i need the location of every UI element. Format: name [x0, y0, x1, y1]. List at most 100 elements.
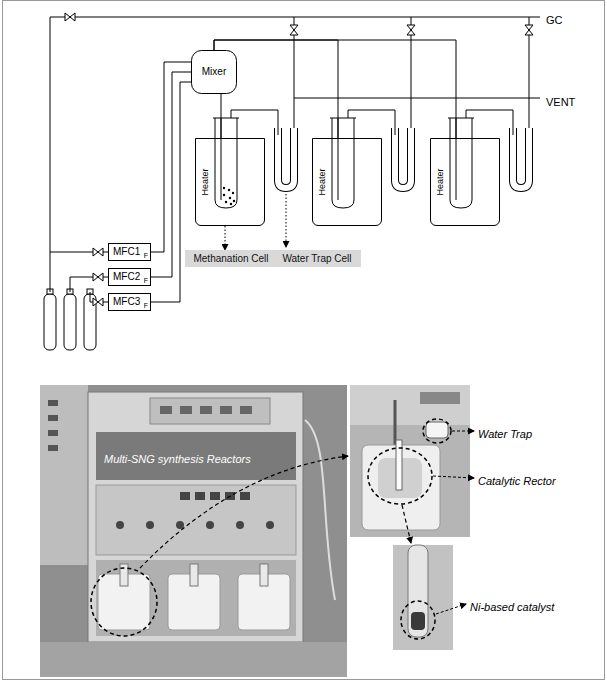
photo-multi-reactor — [220, 406, 232, 414]
callout-label: Ni-based catalyst — [470, 597, 554, 615]
photo-multi-reactor — [240, 406, 252, 414]
catalyst-bed — [233, 200, 235, 202]
photo-multi-reactor — [48, 430, 58, 436]
photo-multi-reactor — [40, 385, 88, 565]
cell-caption-band: Methanation Cell — [185, 250, 277, 267]
photo-multi-reactor — [240, 492, 250, 500]
photo-catalyst-tube — [408, 545, 428, 637]
valve-symbol — [525, 25, 533, 35]
water-trap-tube — [278, 128, 294, 188]
photo-multi-reactor — [48, 400, 58, 406]
photo-multi-reactor — [140, 456, 348, 568]
photo-multi-reactor — [200, 406, 212, 414]
water-trap-tube — [278, 128, 529, 188]
photo-catalyst-tube — [393, 545, 466, 650]
callout-label: Catalytic Rector — [478, 471, 556, 489]
catalyst-bed — [232, 192, 234, 194]
pipe-line — [231, 110, 278, 135]
pipe-connector — [151, 82, 191, 302]
pipe-connector — [214, 40, 456, 138]
gas-cylinder — [44, 294, 56, 350]
methanation-cell-tube — [448, 118, 474, 119]
water-trap-tube — [395, 128, 411, 188]
catalyst-bed — [228, 189, 230, 191]
leader-line — [286, 194, 287, 247]
photo-multi-reactor — [180, 406, 192, 414]
methanation-cell-tube — [213, 118, 474, 208]
photo-multi-reactor — [236, 521, 244, 529]
node-text: MFC2 — [113, 271, 140, 283]
photo-multi-reactor — [40, 642, 347, 677]
outlet-label: GC — [546, 14, 563, 26]
pipe-line — [294, 98, 540, 99]
cell-caption-band: Water Trap Cell — [273, 250, 361, 267]
valve-symbol — [290, 25, 298, 35]
methanation-cell-tube — [213, 118, 239, 119]
photo-catalyst-tube — [436, 604, 466, 614]
node-text: Heater — [435, 168, 445, 195]
photo-caption: Multi-SNG synthesis Reactors — [104, 453, 251, 465]
heater-bath: Heater — [312, 138, 382, 226]
photo-multi-reactor — [48, 445, 58, 451]
mass-flow-controller: MFC1F — [108, 243, 151, 261]
callout-label: Water Trap — [478, 424, 532, 442]
node-text: Heater — [200, 168, 210, 195]
mixer-vessel: Mixer — [191, 50, 237, 94]
photo-multi-reactor — [40, 385, 347, 677]
photo-multi-reactor — [116, 521, 124, 529]
photo-caption: Multi-SNG synthesis Reactors — [104, 449, 251, 467]
photo-multi-reactor — [91, 568, 157, 636]
photo-multi-reactor — [195, 492, 205, 500]
photo-multi-reactor — [206, 521, 214, 529]
water-trap-tube — [513, 128, 529, 188]
photo-reactor-closeup — [423, 419, 451, 443]
photo-catalyst-tube — [401, 601, 435, 639]
methanation-cell-tube — [215, 118, 237, 208]
pipe-line — [466, 110, 513, 135]
pipe-line — [348, 110, 395, 135]
photo-reactor-closeup — [420, 392, 460, 404]
figure-frame — [3, 1, 605, 680]
pipe-connector — [151, 72, 191, 277]
subscript-text: F — [144, 252, 148, 260]
photo-reactor-closeup — [402, 505, 411, 543]
pipe-connector — [151, 62, 191, 252]
photo-multi-reactor — [146, 521, 154, 529]
node-text: Heater — [317, 168, 327, 195]
heater-bath: Heater — [195, 138, 265, 226]
photo-multi-reactor — [48, 415, 58, 421]
photo-multi-reactor — [180, 492, 190, 500]
node-text: Methanation Cell — [185, 253, 277, 265]
catalyst-bed — [230, 203, 232, 205]
pipe-line — [50, 17, 540, 292]
gas-cylinder — [44, 289, 96, 350]
valve-symbol — [407, 25, 415, 35]
photo-multi-reactor — [210, 492, 220, 500]
photo-reactor-closeup — [426, 422, 448, 438]
subscript-text: F — [144, 302, 148, 310]
photo-multi-reactor — [305, 420, 335, 600]
photo-reactor-closeup — [452, 431, 474, 432]
subscript-text: F — [144, 277, 148, 285]
pipe-line — [50, 17, 540, 302]
water-trap-tube — [278, 128, 294, 188]
valve-symbol — [65, 13, 533, 306]
outlet-label: VENT — [546, 92, 575, 110]
water-trap-tube — [395, 128, 411, 188]
callout-label: Water Trap — [478, 428, 532, 440]
photo-catalyst-tube — [393, 545, 453, 650]
valve-symbol — [93, 273, 103, 281]
catalyst-bed — [223, 187, 225, 189]
photo-reactor-closeup — [350, 385, 470, 537]
node-text: Mixer — [191, 66, 237, 78]
mass-flow-controller: MFC2F — [108, 268, 151, 286]
photo-reactor-closeup — [368, 448, 432, 504]
photo-multi-reactor — [96, 432, 296, 480]
callout-label: Catalytic Rector — [478, 475, 556, 487]
photo-multi-reactor — [96, 560, 296, 636]
vessel-outline — [192, 51, 237, 94]
mass-flow-controller: MFC3F — [108, 293, 151, 311]
catalyst-bed — [223, 187, 235, 205]
